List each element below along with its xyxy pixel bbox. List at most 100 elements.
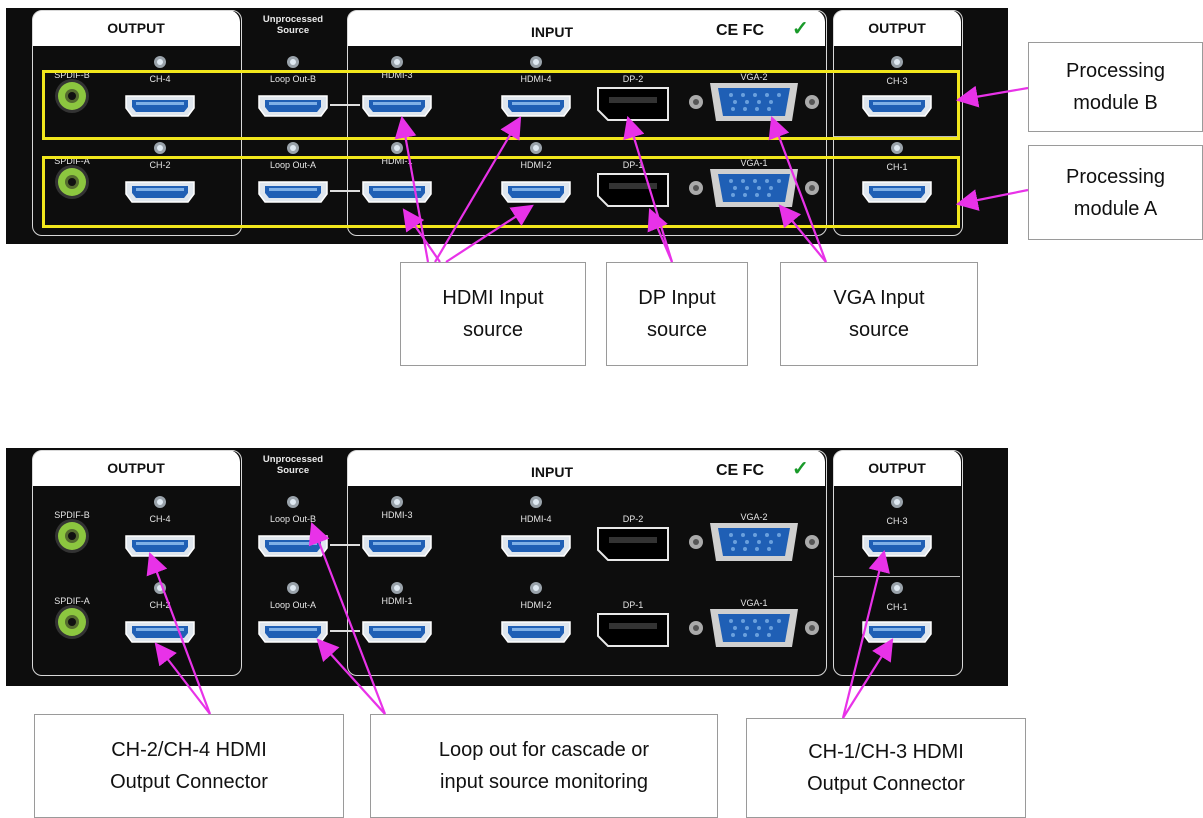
loop_out_a-label-2: Loop Out-A: [269, 600, 317, 610]
status-led-b-0-2: [153, 495, 167, 509]
output-left-section-1: [32, 10, 242, 236]
hdmi4-label-1: HDMI-4: [520, 74, 552, 84]
loop-link-line-a-2: [330, 630, 360, 632]
ch4-label-1: CH-4: [149, 74, 171, 84]
callout-arrow: [842, 638, 894, 719]
output-left-tab-1: [32, 10, 240, 46]
callout-hdmi-input-source: HDMI Input source: [400, 262, 586, 366]
loop_out_a-hdmi-port-2: [257, 620, 329, 644]
ch1-label-1: CH-1: [886, 162, 908, 172]
spdif_b-connector-2: [54, 518, 90, 554]
vga1-label-1: VGA-1: [740, 158, 768, 168]
loop_out_b-label-2: Loop Out-B: [269, 514, 317, 524]
vga1-vga-port-2: [686, 606, 822, 650]
output-left-section-2: [32, 450, 242, 676]
certification-marks-2: CE FC: [716, 462, 764, 479]
hdmi3-label-1: HDMI-3: [381, 70, 413, 80]
input-tab-2: [347, 450, 825, 486]
callout-processing-module-b: Processing module B: [1028, 42, 1203, 132]
vga2-label-2: VGA-2: [740, 512, 768, 522]
callout-arrow: [154, 642, 211, 715]
ch3-label-1: CH-3: [886, 76, 908, 86]
dp2-label-1: DP-2: [622, 74, 644, 84]
output-right-divider-2: [834, 576, 960, 577]
hdmi2-label-1: HDMI-2: [520, 160, 552, 170]
hdmi1-label-2: HDMI-1: [381, 596, 413, 606]
unprocessed-source-label-1: Unprocessed Source: [262, 14, 324, 36]
ch3-hdmi-port-1: [861, 94, 933, 118]
output-left-title-2: OUTPUT: [107, 460, 165, 476]
certification-marks-1: CE FC: [716, 22, 764, 39]
hdmi1-hdmi-port-2: [361, 620, 433, 644]
spdif_b-connector-1: [54, 78, 90, 114]
ch1-hdmi-port-1: [861, 180, 933, 204]
rohs-mark-2: ✓: [792, 458, 809, 480]
loop_out_b-label-1: Loop Out-B: [269, 74, 317, 84]
output-right-tab-2: [833, 450, 961, 486]
status-led-a-1-2: [286, 581, 300, 595]
status-led-a-4-2: [890, 581, 904, 595]
callout-arrow: [308, 521, 387, 715]
ch2-label-1: CH-2: [149, 160, 171, 170]
hdmi3-label-2: HDMI-3: [381, 510, 413, 520]
callout-arrow: [841, 549, 890, 719]
hdmi2-hdmi-port-2: [500, 620, 572, 644]
callout-loop-out: Loop out for cascade or input source mon…: [370, 714, 718, 818]
callout-ch1-ch3-output: CH-1/CH-3 HDMI Output Connector: [746, 718, 1026, 818]
status-led-a-4-1: [890, 141, 904, 155]
loop-link-line-b-2: [330, 544, 360, 546]
callout-dp-input-source: DP Input source: [606, 262, 748, 366]
ch4-label-2: CH-4: [149, 514, 171, 524]
ch2-label-2: CH-2: [149, 600, 171, 610]
callout-arrow: [955, 85, 1029, 108]
hdmi3-hdmi-port-1: [361, 94, 433, 118]
status-led-b-2-2: [390, 495, 404, 509]
status-led-a-3-2: [529, 581, 543, 595]
ch4-hdmi-port-2: [124, 534, 196, 558]
input-title-1: INPUT: [531, 24, 573, 40]
loop_out_a-hdmi-port-1: [257, 180, 329, 204]
output-left-title-1: OUTPUT: [107, 20, 165, 36]
unprocessed-source-label-2: Unprocessed Source: [262, 454, 324, 476]
spdif_b-label-1: SPDIF-B: [54, 70, 90, 80]
dp1-displayport-2: [595, 611, 671, 649]
output-right-section-1: [833, 10, 963, 236]
hdmi4-hdmi-port-2: [500, 534, 572, 558]
callout-ch2-ch4-output: CH-2/CH-4 HDMI Output Connector: [34, 714, 344, 818]
hdmi4-hdmi-port-1: [500, 94, 572, 118]
status-led-b-4-1: [890, 55, 904, 69]
callout-arrow: [402, 208, 441, 263]
hdmi2-label-2: HDMI-2: [520, 600, 552, 610]
ch3-label-2: CH-3: [886, 516, 908, 526]
output-right-title-2: OUTPUT: [868, 460, 926, 476]
callout-arrow: [955, 188, 1029, 211]
status-led-a-1-1: [286, 141, 300, 155]
loop-link-line-a-1: [330, 190, 360, 192]
output-left-tab-2: [32, 450, 240, 486]
output-right-section-2: [833, 450, 963, 676]
loop-link-line-b-1: [330, 104, 360, 106]
dp1-label-2: DP-1: [622, 600, 644, 610]
output-right-tab-1: [833, 10, 961, 46]
dp2-displayport-2: [595, 525, 671, 563]
callout-arrow: [316, 638, 386, 715]
input-tab-1: [347, 10, 825, 46]
callout-arrow: [623, 115, 674, 263]
hdmi3-hdmi-port-2: [361, 534, 433, 558]
input-title-2: INPUT: [531, 464, 573, 480]
callout-vga-input-source: VGA Input source: [780, 262, 978, 366]
spdif_a-label-2: SPDIF-A: [54, 596, 90, 606]
dp1-label-1: DP-1: [622, 160, 644, 170]
loop_out_b-hdmi-port-1: [257, 94, 329, 118]
status-led-a-0-1: [153, 141, 167, 155]
vga1-vga-port-1: [686, 166, 822, 210]
spdif_a-connector-2: [54, 604, 90, 640]
status-led-a-2-1: [390, 141, 404, 155]
callout-arrow: [768, 115, 828, 263]
input-section-2: [347, 450, 827, 676]
status-led-b-1-1: [286, 55, 300, 69]
vga2-vga-port-2: [686, 520, 822, 564]
spdif_a-connector-1: [54, 164, 90, 200]
callout-arrow: [445, 204, 534, 263]
